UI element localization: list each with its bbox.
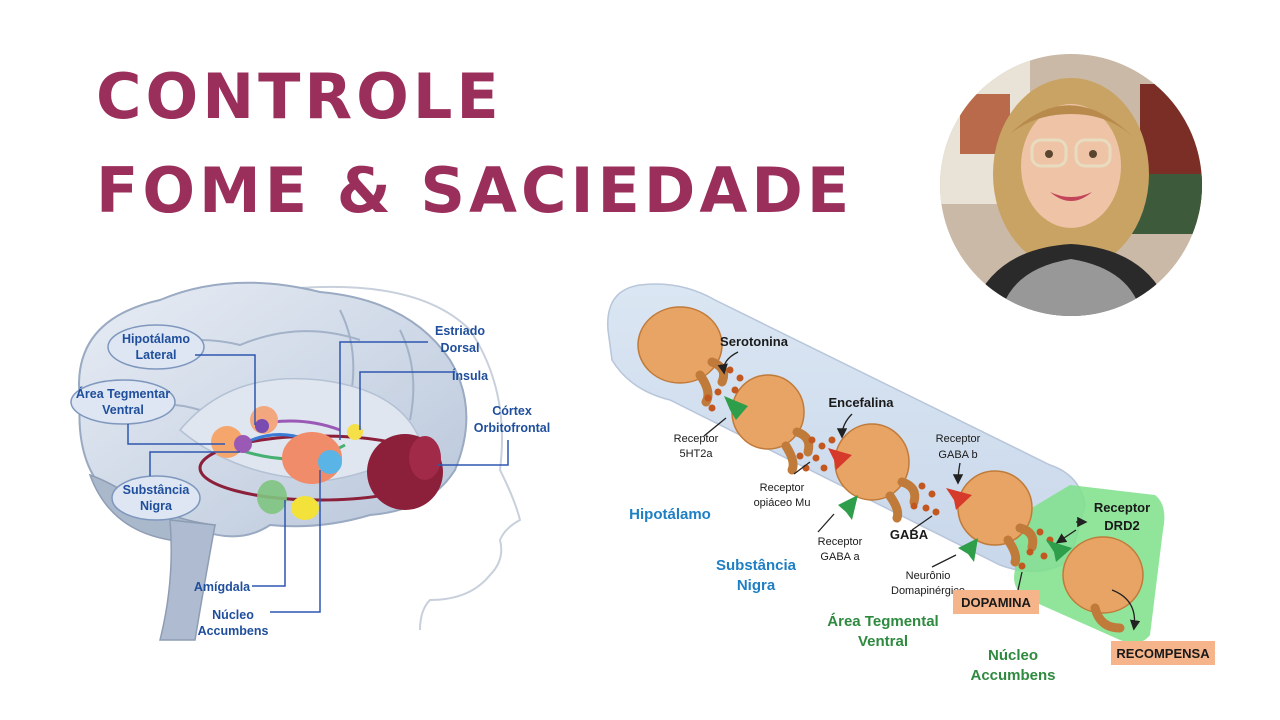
receptor-drd2-shape [1046, 540, 1072, 562]
label-neuronio-1: Neurônio [906, 570, 951, 582]
label-receptor-gaba-b-1: Receptor [936, 433, 981, 445]
receptor-gaba-neuron-shape [958, 538, 978, 562]
svg-text:RECOMPENSA: RECOMPENSA [1116, 646, 1210, 661]
label-estriado-dorsal-1: Estriado [435, 324, 485, 338]
label-serotonina: Serotonina [720, 334, 789, 349]
receptor-5ht2a-shape [724, 396, 748, 420]
leader-lines [127, 341, 509, 613]
region-area-tegmental-2: Ventral [858, 633, 908, 650]
svg-text:Área Tegmentar: Área Tegmentar [76, 386, 170, 401]
svg-text:Substância: Substância [123, 483, 191, 497]
insula-structure [347, 424, 363, 440]
label-neuronio-2: Domapinérgico [891, 585, 965, 597]
label-insula: Ínsula [452, 368, 489, 383]
recompensa-box: RECOMPENSA [1111, 641, 1215, 665]
region-substancia-nigra-2: Nigra [737, 577, 776, 594]
label-nucleo-accumbens-2: Accumbens [198, 624, 269, 638]
region-nucleo-accumbens-2: Accumbens [970, 667, 1055, 684]
pathway-diagram: Serotonina Encefalina GABA Receptor 5HT2… [607, 283, 1215, 684]
presenter-portrait [940, 54, 1202, 316]
title-line-1: CONTROLE [96, 60, 503, 133]
svg-text:Nigra: Nigra [140, 499, 173, 513]
neurons [637, 306, 1144, 614]
label-hipotalamo-lateral: Hipotálamo Lateral [107, 324, 205, 370]
receptor-gaba-a-shape [838, 495, 858, 520]
region-nucleo-accumbens-1: Núcleo [988, 647, 1038, 664]
label-estriado-dorsal-2: Dorsal [441, 341, 480, 355]
label-gaba: GABA [890, 527, 929, 542]
label-receptor-opiaceo-1: Receptor [760, 482, 805, 494]
label-receptor-gaba-a-2: GABA a [820, 551, 860, 563]
brain-diagram: Hipotálamo Lateral Área Tegmentar Ventra… [70, 281, 550, 641]
label-receptor-5ht2a-2: 5HT2a [679, 448, 713, 460]
dopamina-box: DOPAMINA [953, 590, 1039, 614]
amygdala-structure [257, 480, 287, 514]
region-hipotalamo: Hipotálamo [629, 506, 711, 523]
label-cortex-orbitofrontal-1: Córtex [492, 404, 532, 418]
nucleus-accumbens-structure [318, 450, 342, 474]
head-outline [299, 285, 522, 631]
svg-text:Hipotálamo: Hipotálamo [122, 332, 190, 346]
title-line-2: FOME & SACIEDADE [96, 154, 854, 227]
label-receptor-drd2-1: Receptor [1094, 500, 1150, 515]
label-receptor-5ht2a-1: Receptor [674, 433, 719, 445]
label-cortex-orbitofrontal-2: Orbitofrontal [474, 421, 550, 435]
svg-text:DOPAMINA: DOPAMINA [961, 595, 1031, 610]
region-area-tegmental-1: Área Tegmental [827, 613, 938, 630]
label-encefalina: Encefalina [828, 395, 894, 410]
label-nucleo-accumbens-1: Núcleo [212, 608, 254, 622]
label-receptor-gaba-b-2: GABA b [938, 449, 977, 461]
brainstem [159, 519, 216, 641]
region-substancia-nigra-1: Substância [716, 557, 797, 574]
label-receptor-gaba-a-1: Receptor [818, 536, 863, 548]
svg-text:Ventral: Ventral [102, 403, 144, 417]
label-substancia-nigra: Substância Nigra [111, 475, 201, 521]
svg-text:Lateral: Lateral [136, 348, 177, 362]
receptor-gaba-b-shape [946, 488, 972, 510]
label-receptor-opiaceo-2: opiáceo Mu [754, 497, 811, 509]
label-area-tegmentar-ventral: Área Tegmentar Ventral [70, 379, 176, 425]
label-amigdala: Amígdala [194, 580, 251, 594]
label-receptor-drd2-2: DRD2 [1104, 518, 1139, 533]
receptor-opiaceo-shape [828, 448, 852, 470]
